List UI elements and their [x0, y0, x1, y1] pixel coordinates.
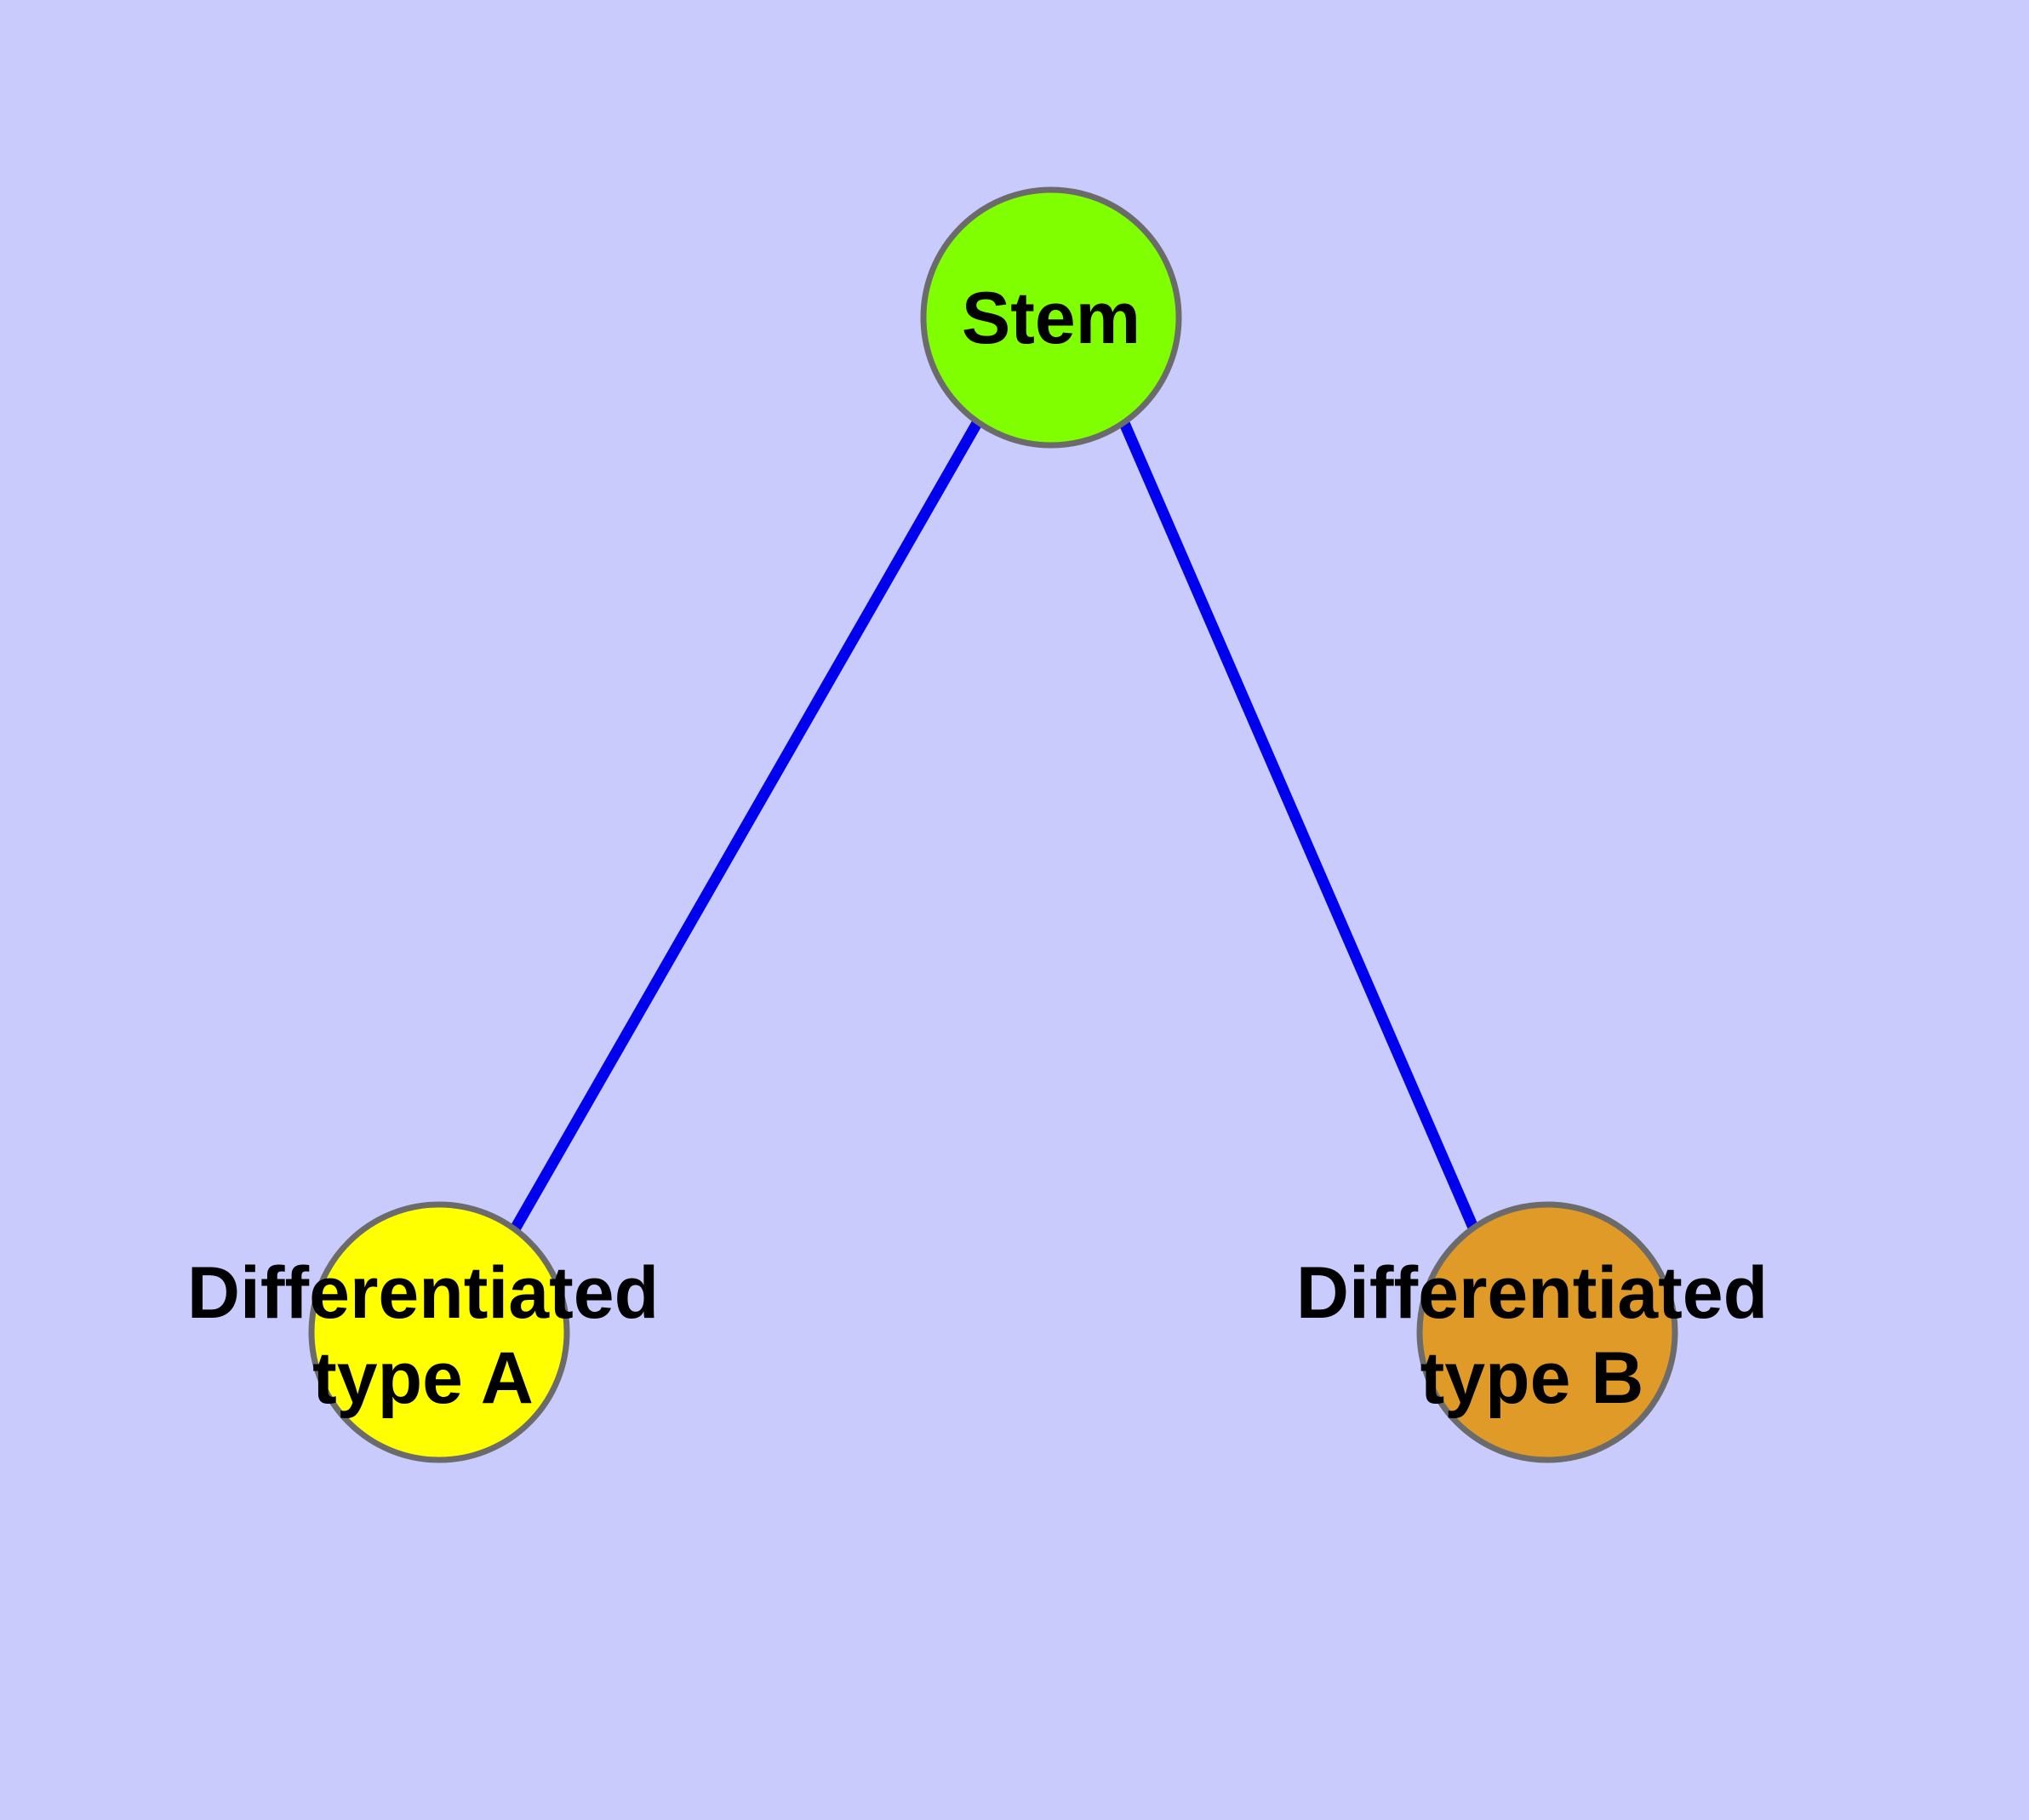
edges-layer [511, 420, 1478, 1231]
nodes-layer [308, 186, 1678, 1463]
edge-stem-to-differentiated-type-a[interactable] [511, 420, 982, 1231]
label-line: type B [1420, 1337, 1644, 1419]
label-line: Stem [962, 278, 1140, 359]
node-differentiated-type-a-circle[interactable] [308, 1201, 570, 1463]
label-line: Differentiated [187, 1252, 659, 1334]
label-line: type A [312, 1337, 534, 1419]
node-differentiated-type-b-circle[interactable] [1416, 1201, 1678, 1463]
node-stem-circle[interactable] [920, 186, 1182, 449]
node-differentiated-type-b[interactable] [1416, 1201, 1678, 1463]
node-differentiated-type-a[interactable] [308, 1201, 570, 1463]
node-stem-label: Stem [962, 278, 1140, 359]
edge-stem-to-differentiated-type-b[interactable] [1119, 421, 1478, 1230]
node-stem[interactable] [920, 186, 1182, 449]
label-line: Differentiated [1296, 1252, 1768, 1334]
